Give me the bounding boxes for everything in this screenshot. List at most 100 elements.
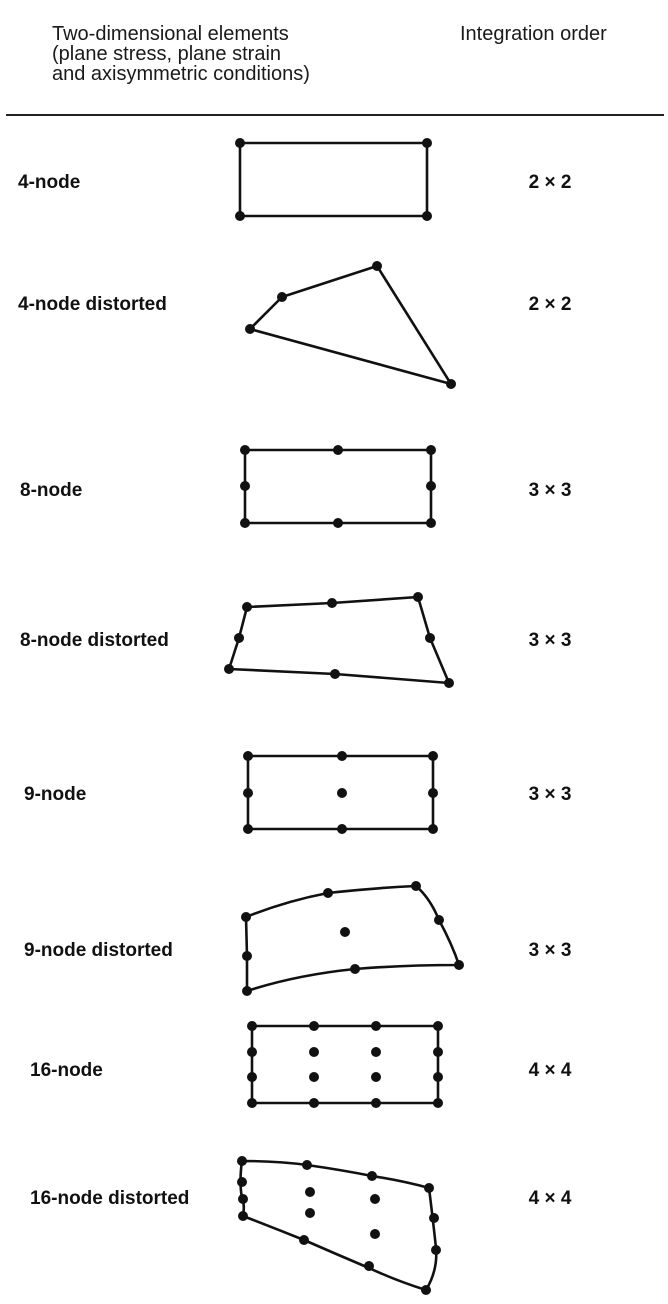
node	[240, 445, 250, 455]
node	[234, 633, 244, 643]
row-label-9-node-distorted: 9-node distorted	[24, 940, 173, 961]
element-9-node-distorted-edges	[244, 884, 461, 993]
node	[431, 1245, 441, 1255]
element-4-node-distorted-edges	[248, 264, 453, 386]
element-4-node-distorted-nodes	[245, 261, 456, 389]
node	[337, 788, 347, 798]
node	[247, 1047, 257, 1057]
node	[240, 518, 250, 528]
node	[370, 1229, 380, 1239]
node	[245, 324, 255, 334]
node	[371, 1098, 381, 1108]
node	[235, 138, 245, 148]
node	[277, 292, 287, 302]
header-elements: Two-dimensional elements (plane stress, …	[52, 24, 412, 84]
node	[371, 1047, 381, 1057]
element-16-node-distorted	[237, 1156, 441, 1295]
node	[235, 211, 245, 221]
element-8-node-nodes	[240, 445, 436, 528]
node	[237, 1156, 247, 1166]
element-16-node-distorted-nodes	[237, 1156, 441, 1295]
row-order-9-node: 3 × 3	[528, 784, 572, 805]
node	[444, 678, 454, 688]
node	[247, 1098, 257, 1108]
header-elements-line-3: and axisymmetric conditions)	[52, 63, 310, 85]
node	[426, 481, 436, 491]
node	[424, 1183, 434, 1193]
row-label-8-node-distorted: 8-node distorted	[20, 630, 169, 651]
node	[413, 592, 423, 602]
header-elements-line-2: (plane stress, plane strain	[52, 43, 282, 65]
node	[238, 1211, 248, 1221]
node	[237, 1177, 247, 1187]
node	[371, 1021, 381, 1031]
node	[426, 518, 436, 528]
node	[428, 824, 438, 834]
row-order-8-node: 3 × 3	[528, 480, 572, 501]
header-rule	[6, 114, 664, 116]
element-8-node-distorted-nodes	[224, 592, 454, 688]
node	[247, 1072, 257, 1082]
node	[333, 445, 343, 455]
element-9-node-nodes	[243, 751, 438, 834]
row-order-9-node-distorted: 3 × 3	[528, 940, 572, 961]
node	[428, 788, 438, 798]
element-9-node-distorted-nodes	[241, 881, 464, 996]
node	[241, 912, 251, 922]
node	[429, 1213, 439, 1223]
node	[242, 602, 252, 612]
node	[242, 951, 252, 961]
element-4-node-edges	[238, 141, 429, 218]
header-integration-order: Integration order	[460, 23, 607, 45]
node	[428, 751, 438, 761]
node	[454, 960, 464, 970]
node	[242, 986, 252, 996]
node	[422, 211, 432, 221]
row-order-8-node-distorted: 3 × 3	[528, 630, 572, 651]
node	[371, 1072, 381, 1082]
element-8-node-distorted-edges	[227, 595, 451, 685]
node	[330, 669, 340, 679]
row-label-16-node-distorted: 16-node distorted	[30, 1188, 190, 1209]
node	[243, 824, 253, 834]
element-16-node-edges	[250, 1024, 440, 1105]
node	[433, 1021, 443, 1031]
element-4-node	[235, 138, 432, 221]
node	[372, 261, 382, 271]
node	[367, 1171, 377, 1181]
element-16-node	[247, 1021, 443, 1108]
node	[305, 1187, 315, 1197]
node	[238, 1194, 248, 1204]
node	[309, 1098, 319, 1108]
element-9-node-distorted	[241, 881, 464, 996]
node	[240, 481, 250, 491]
row-label-16-node: 16-node	[30, 1060, 103, 1081]
node	[422, 138, 432, 148]
node	[421, 1285, 431, 1295]
node	[340, 927, 350, 937]
element-9-node	[243, 751, 438, 834]
node	[337, 751, 347, 761]
header-elements-line-1: Two-dimensional elements	[52, 23, 289, 45]
node	[434, 915, 444, 925]
node	[433, 1047, 443, 1057]
node	[309, 1047, 319, 1057]
element-8-node-edges	[243, 448, 433, 525]
row-label-4-node: 4-node	[18, 172, 81, 193]
node	[350, 964, 360, 974]
node	[224, 664, 234, 674]
row-order-16-node-distorted: 4 × 4	[528, 1188, 572, 1209]
element-8-node	[240, 445, 436, 528]
node	[425, 633, 435, 643]
row-order-4-node: 2 × 2	[528, 172, 572, 193]
node	[309, 1072, 319, 1082]
node	[299, 1235, 309, 1245]
node	[243, 751, 253, 761]
node	[305, 1208, 315, 1218]
element-16-node-nodes	[247, 1021, 443, 1108]
node	[370, 1194, 380, 1204]
node	[243, 788, 253, 798]
node	[411, 881, 421, 891]
